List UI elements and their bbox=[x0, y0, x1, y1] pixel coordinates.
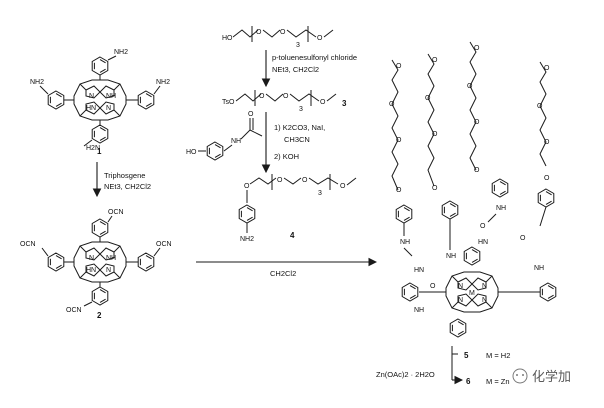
ether-o-label: O bbox=[432, 131, 438, 138]
ether-o-label: O bbox=[389, 101, 395, 108]
reagent-zinc-acetate: Zn(OAc)2 · 2H2O bbox=[376, 370, 435, 379]
wechat-icon bbox=[512, 368, 528, 384]
ether-o-label: O bbox=[259, 93, 265, 100]
ether-o-label: O bbox=[396, 137, 402, 144]
ether-o-label: O bbox=[544, 139, 550, 146]
ether-o-label: O bbox=[283, 93, 289, 100]
ether-o-label: O bbox=[544, 65, 550, 72]
ether-o-label: O bbox=[320, 99, 326, 106]
isocyanate-label: OCN bbox=[156, 241, 172, 248]
hydroxyl-label: HO bbox=[222, 35, 233, 42]
reagent-k2co3-nai: 1) K2CO3, NaI, bbox=[274, 123, 325, 132]
repeat-count: 3 bbox=[296, 42, 300, 49]
urea-hn-label: HN bbox=[414, 267, 424, 274]
compound-1-number: 1 bbox=[97, 147, 102, 156]
ether-o-label: O bbox=[244, 183, 250, 190]
pyrrole-hn-label: HN bbox=[86, 105, 96, 112]
amide-nh-label: NH bbox=[231, 138, 241, 145]
watermark: 化学加 bbox=[512, 368, 571, 385]
compound-3-number: 3 bbox=[342, 99, 347, 108]
urea-hn-label: HN bbox=[478, 239, 488, 246]
ether-o-label: O bbox=[432, 57, 438, 64]
pyrrole-nh-label: NH bbox=[106, 93, 116, 100]
ether-o-label: O bbox=[317, 35, 323, 42]
ether-o-label: O bbox=[396, 187, 402, 194]
ether-o-label: O bbox=[425, 95, 431, 102]
ether-o-label: O bbox=[396, 63, 402, 70]
product-6-metal: M = Zn bbox=[486, 377, 510, 386]
carbonyl-o-label: O bbox=[248, 111, 254, 118]
pyrrole-n-label: N bbox=[106, 267, 111, 274]
ether-o-label: O bbox=[302, 177, 308, 184]
urea-nh-label: NH bbox=[414, 307, 424, 314]
pyrrole-hn-label: HN bbox=[86, 267, 96, 274]
reagent-ch2cl2: CH2Cl2 bbox=[270, 269, 296, 278]
compound-4-structure: O O O 3 O NH2 bbox=[238, 174, 357, 243]
carbonyl-o-label: O bbox=[480, 223, 486, 230]
ether-o-label: O bbox=[432, 185, 438, 192]
hydroxyl-label: HO bbox=[186, 149, 197, 156]
compound-1-structure: NH2 NH2 NH2 H2N N NH HN N bbox=[30, 49, 170, 152]
ether-o-label: O bbox=[537, 103, 543, 110]
ether-o-label: O bbox=[474, 45, 480, 52]
isocyanate-label: OCN bbox=[66, 307, 82, 314]
ether-o-label: O bbox=[280, 29, 286, 36]
urea-nh-label: NH bbox=[446, 253, 456, 260]
ether-o-label: O bbox=[467, 83, 473, 90]
pyrrole-n-label: N bbox=[458, 297, 463, 304]
compound-3-structure: TsO O O 3 O bbox=[222, 90, 337, 113]
repeat-count: 3 bbox=[318, 190, 322, 197]
reagent-triphosgene: Triphosgene bbox=[104, 171, 145, 180]
compound-5-number: 5 bbox=[464, 351, 469, 360]
amine-label: NH2 bbox=[156, 79, 170, 86]
reagent-ch3cn: CH3CN bbox=[284, 135, 310, 144]
reagent-koh: 2) KOH bbox=[274, 152, 299, 161]
metal-center-label: M bbox=[469, 290, 475, 297]
pyrrole-nh-label: NH bbox=[106, 255, 116, 262]
amine-label: H2N bbox=[86, 145, 100, 152]
ether-o-label: O bbox=[256, 29, 262, 36]
tosylate-label: TsO bbox=[222, 99, 235, 106]
peg-alcohol-structure: HO O O 3 O bbox=[222, 26, 334, 49]
product-5-metal: M = H2 bbox=[486, 351, 510, 360]
urea-nh-label: NH bbox=[534, 265, 544, 272]
carbonyl-o-label: O bbox=[430, 283, 436, 290]
ether-o-label: O bbox=[277, 177, 283, 184]
compound-2-structure: OCN OCN OCN OCN N NH HN N bbox=[20, 209, 172, 314]
ether-o-label: O bbox=[474, 119, 480, 126]
isocyanate-label: OCN bbox=[20, 241, 36, 248]
pyrrole-n-label: N bbox=[89, 255, 94, 262]
reagent-net3-ch2cl2: NEt3, CH2Cl2 bbox=[272, 65, 319, 74]
urea-nh-label: NH bbox=[496, 205, 506, 212]
ether-o-label: O bbox=[544, 175, 550, 182]
reagent-net3-ch2cl2: NEt3, CH2Cl2 bbox=[104, 182, 151, 191]
reagent-tosyl-chloride: p-toluenesulfonyl chloride bbox=[272, 53, 357, 62]
pyrrole-n-label: N bbox=[106, 105, 111, 112]
ether-o-label: O bbox=[474, 167, 480, 174]
ether-o-label: O bbox=[340, 183, 346, 190]
urea-nh-label: NH bbox=[400, 239, 410, 246]
amine-label: NH2 bbox=[114, 49, 128, 56]
isocyanate-label: OCN bbox=[108, 209, 124, 216]
pyrrole-n-label: N bbox=[89, 93, 94, 100]
amine-label: NH2 bbox=[30, 79, 44, 86]
product-structure: O O O O O O O O O O O O O O O O NH HN NH… bbox=[389, 41, 557, 338]
carbonyl-o-label: O bbox=[520, 235, 526, 242]
pyrrole-n-label: N bbox=[482, 283, 487, 290]
compound-6-number: 6 bbox=[466, 377, 471, 386]
pyrrole-n-label: N bbox=[458, 283, 463, 290]
acetaminophen-structure: HO NH O bbox=[186, 111, 263, 161]
amine-label: NH2 bbox=[240, 236, 254, 243]
repeat-count: 3 bbox=[299, 106, 303, 113]
compound-2-number: 2 bbox=[97, 311, 102, 320]
watermark-text: 化学加 bbox=[532, 369, 571, 385]
pyrrole-n-label: N bbox=[482, 297, 487, 304]
compound-4-number: 4 bbox=[290, 231, 295, 240]
